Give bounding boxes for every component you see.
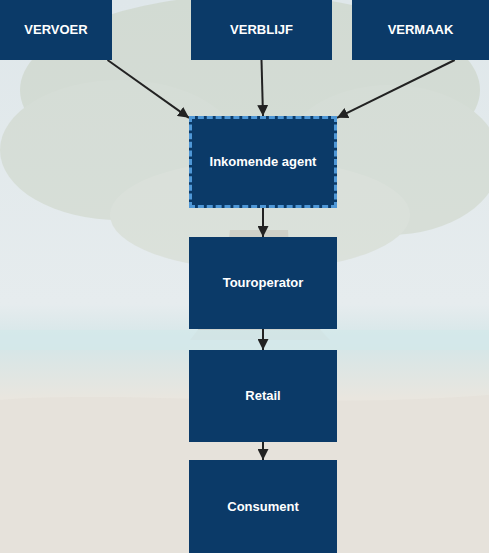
process-box: Touroperator (189, 237, 337, 329)
process-box: Consument (189, 460, 337, 553)
flow-arrow (262, 208, 264, 237)
box-label: VERMAAK (388, 22, 454, 38)
sea-band (0, 330, 489, 350)
category-box: VERMAAK (352, 0, 489, 60)
flow-arrow (262, 60, 264, 116)
category-box: VERBLIJF (191, 0, 332, 60)
box-label: Inkomende agent (210, 154, 317, 170)
box-label: Touroperator (223, 275, 304, 291)
process-box: Retail (189, 350, 337, 442)
flow-arrow (337, 60, 455, 118)
agent-box: Inkomende agent (189, 116, 337, 208)
box-label: Consument (227, 499, 299, 515)
flow-arrow (108, 60, 189, 118)
box-label: Retail (245, 388, 280, 404)
box-label: VERVOER (24, 22, 87, 38)
flow-arrow (262, 442, 264, 460)
tree-canopy (0, 0, 489, 270)
flow-arrow (262, 329, 264, 350)
category-box: VERVOER (0, 0, 112, 60)
box-label: VERBLIJF (230, 22, 293, 38)
